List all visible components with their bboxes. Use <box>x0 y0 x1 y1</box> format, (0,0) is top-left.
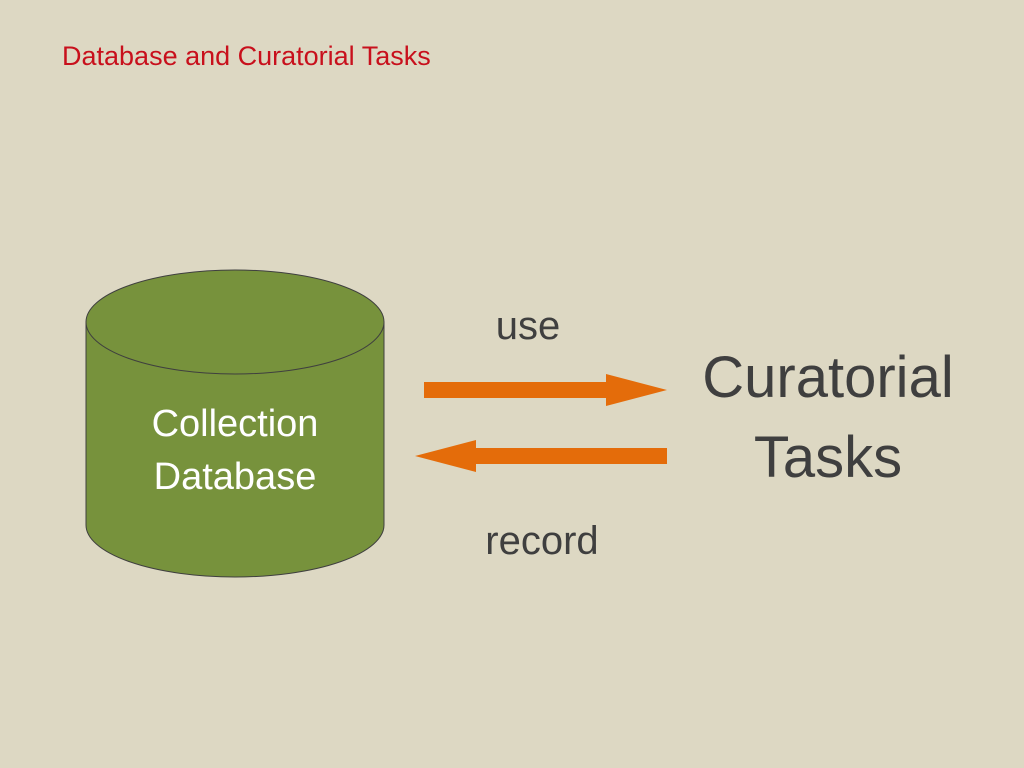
cylinder-body <box>85 321 385 578</box>
record-label: record <box>485 519 599 563</box>
use-label: use <box>495 304 561 348</box>
database-label-line1: Collection <box>151 403 319 445</box>
database-label: Collection Database <box>86 398 384 504</box>
record-arrow-left-icon <box>415 440 667 472</box>
curatorial-tasks-label: Curatorial Tasks <box>672 338 984 498</box>
slide-title: Database and Curatorial Tasks <box>62 41 431 71</box>
use-arrow-right-icon <box>424 374 667 406</box>
tasks-label-line2: Tasks <box>753 425 903 490</box>
database-cylinder-icon <box>85 269 385 578</box>
tasks-label-line1: Curatorial <box>702 345 954 410</box>
cylinder-top <box>85 269 385 375</box>
database-label-line2: Database <box>153 456 317 498</box>
